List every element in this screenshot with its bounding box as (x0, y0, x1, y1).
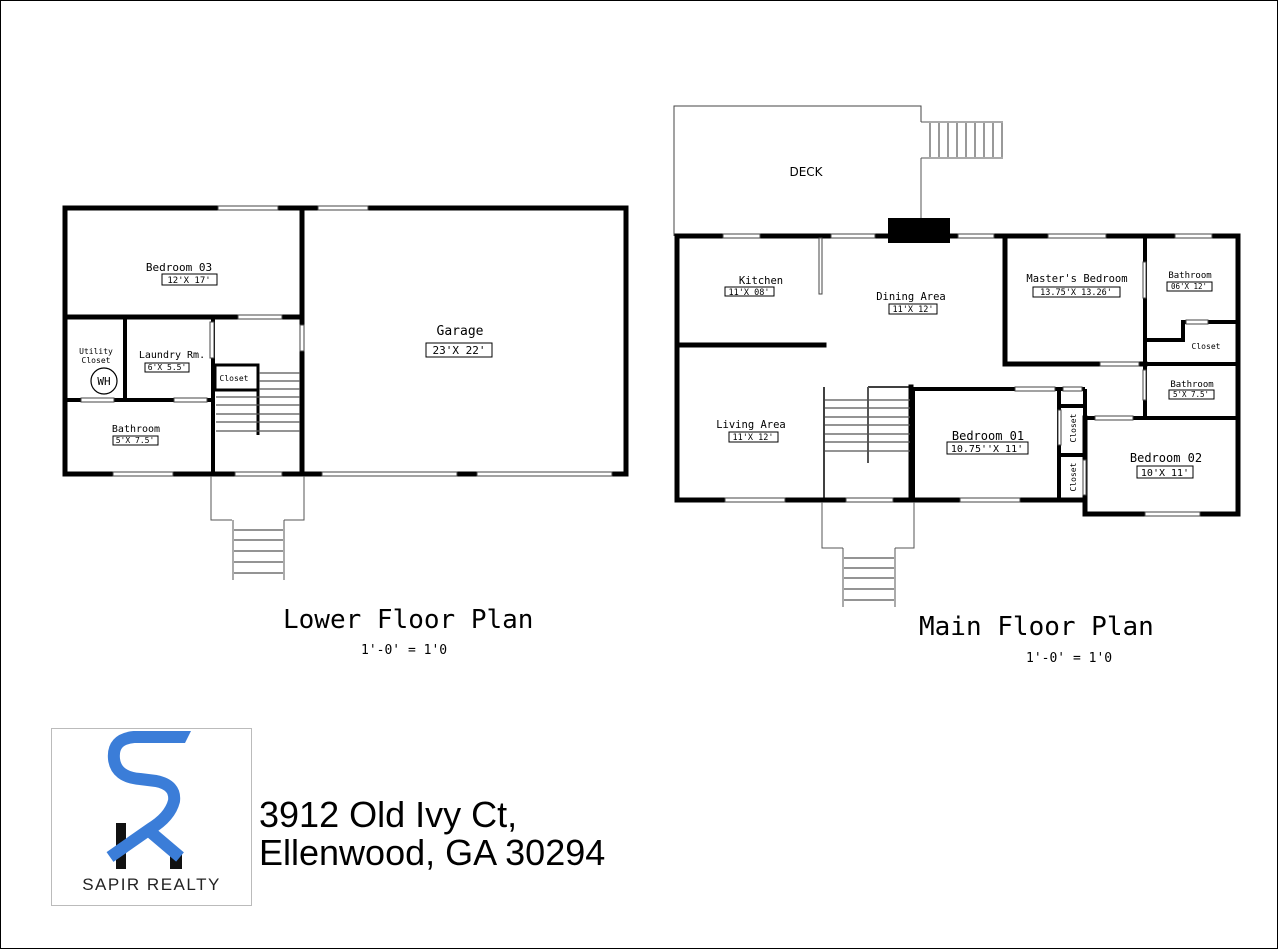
room-label-deck: DECK (789, 165, 823, 179)
room-label-living: Living Area (716, 419, 786, 431)
room-label-dining: Dining Area (876, 291, 946, 303)
room-label-closet-utility: Closet (82, 356, 111, 365)
room-size-bathroom-lower: 5'X 7.5' (116, 436, 155, 445)
room-label-bathroom-master: Bathroom (1168, 271, 1211, 281)
room-label-utility: Utility (79, 347, 113, 356)
room-label-garage: Garage (437, 324, 484, 339)
property-address: 3912 Old Ivy Ct, Ellenwood, GA 30294 (259, 796, 605, 872)
room-label-closet-bedroom01-a: Closet (1069, 413, 1078, 442)
room-label-kitchen: Kitchen (739, 275, 783, 287)
company-logo: SAPIR REALTY (51, 728, 252, 906)
room-size-master: 13.75'X 13.26' (1040, 288, 1112, 298)
main-floor-scale: 1'-0' = 1'0 (1026, 651, 1113, 666)
lower-floor-title: Lower Floor Plan (283, 605, 534, 635)
lower-floor-scale: 1'-0' = 1'0 (361, 643, 448, 658)
room-label-closet-bedroom01-b: Closet (1069, 462, 1078, 491)
room-size-bathroom-master: 06'X 12' (1171, 282, 1207, 291)
room-size-bedroom-01: 10.75''X 11' (951, 444, 1023, 455)
company-name: SAPIR REALTY (82, 875, 221, 894)
room-size-laundry: 6'X 5.5' (148, 363, 187, 372)
room-label-master: Master's Bedroom (1026, 273, 1127, 285)
room-size-bedroom-02: 10'X 11' (1141, 468, 1189, 479)
room-label-bedroom-01: Bedroom 01 (952, 429, 1024, 443)
room-size-bathroom-hall: 5'X 7.5' (1173, 390, 1209, 399)
room-label-bathroom-lower: Bathroom (112, 424, 160, 435)
room-label-bedroom-02: Bedroom 02 (1130, 451, 1202, 465)
room-size-kitchen: 11'X 08' (729, 288, 770, 298)
water-heater-label: WH (97, 375, 110, 388)
room-label-laundry: Laundry Rm. (139, 350, 205, 361)
room-size-bedroom-03: 12'X 17' (167, 276, 210, 286)
lower-floor-plan: Bedroom 03 12'X 17' Garage 23'X 22' Util… (62, 205, 629, 580)
main-floor-plan: DECK Kitchen 11'X 08' Dining Area 11'X 1… (673, 105, 1241, 607)
room-label-bedroom-03: Bedroom 03 (146, 261, 212, 274)
water-heater-icon (90, 367, 118, 395)
sapir-logo-icon (106, 731, 191, 869)
room-size-living: 11'X 12' (733, 433, 774, 443)
main-floor-title: Main Floor Plan (919, 612, 1154, 642)
address-line-1: 3912 Old Ivy Ct, (259, 794, 518, 835)
room-size-garage: 23'X 22' (433, 344, 486, 357)
room-label-bathroom-hall: Bathroom (1170, 380, 1213, 390)
room-size-dining: 11'X 12' (893, 305, 934, 315)
room-label-closet-master: Closet (1192, 342, 1221, 351)
room-label-closet-lower: Closet (220, 374, 249, 383)
address-line-2: Ellenwood, GA 30294 (259, 832, 606, 873)
